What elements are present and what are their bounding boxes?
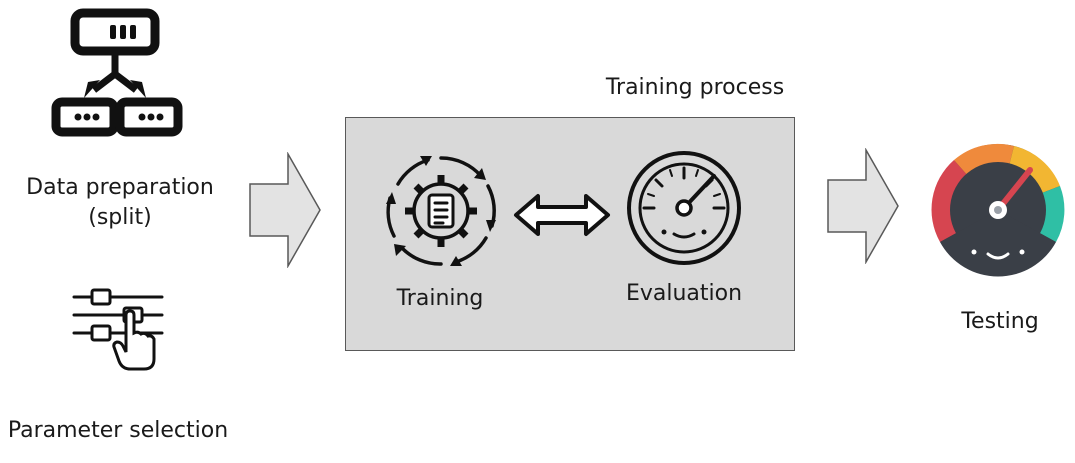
training-label: Training	[396, 286, 484, 311]
data-split-icon	[50, 8, 190, 140]
data-preparation-line1: Data preparation	[26, 175, 214, 200]
block-arrow-icon	[248, 152, 322, 268]
data-preparation-line2: (split)	[88, 205, 152, 230]
gauge-icon	[624, 148, 744, 268]
sliders-hand-icon	[68, 285, 168, 377]
double-arrow-icon	[512, 192, 612, 238]
colored-gauge-icon	[920, 138, 1075, 278]
training-process-title: Training process	[605, 75, 785, 100]
parameter-selection-label: Parameter selection	[7, 418, 229, 443]
data-preparation-label: Data preparation (split)	[0, 173, 240, 233]
gear-cycle-icon	[378, 148, 504, 274]
evaluation-label: Evaluation	[625, 281, 743, 306]
block-arrow-icon-2	[826, 148, 900, 264]
testing-label: Testing	[961, 309, 1039, 334]
